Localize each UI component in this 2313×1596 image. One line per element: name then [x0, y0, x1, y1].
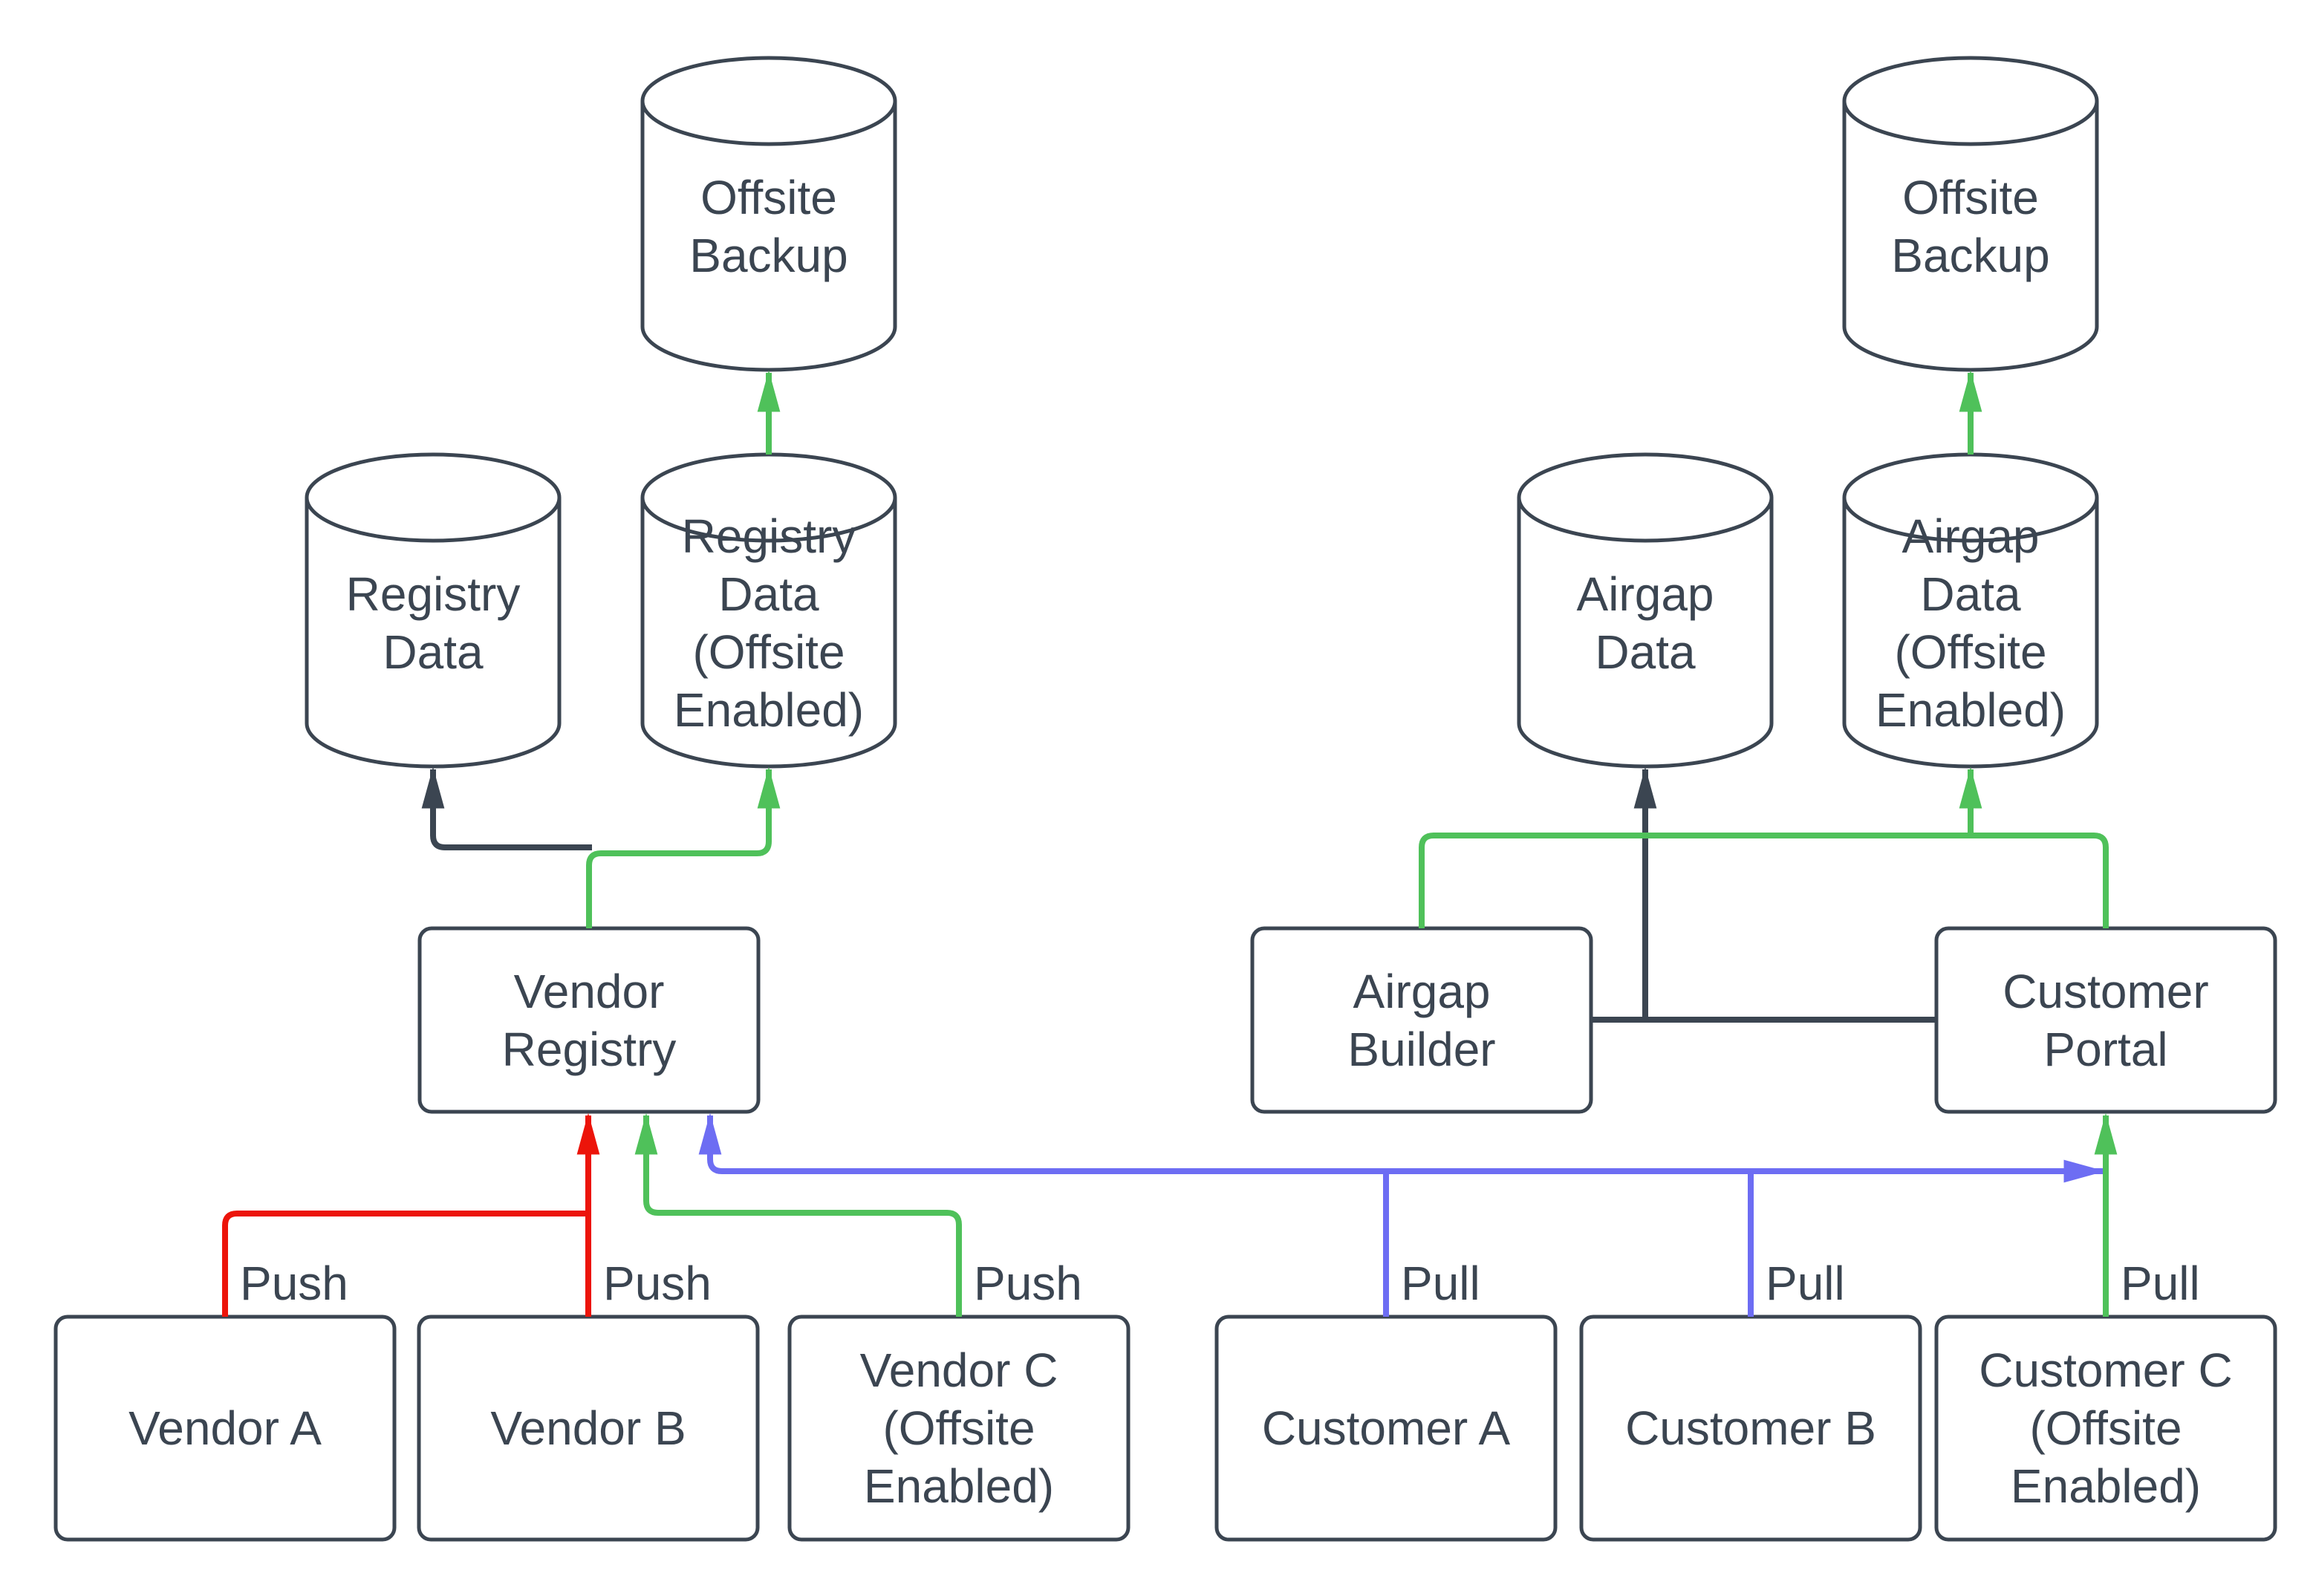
offsite-backup-left-cylinder [640, 56, 897, 372]
customer-b-box [1579, 1315, 1922, 1542]
registry-data-cylinder [305, 452, 562, 769]
vendor-b-box [417, 1315, 760, 1542]
vendor-registry-box [417, 926, 761, 1114]
edge-builder-portal-green-backbone [1419, 833, 2109, 928]
airgap-data-cylinder [1517, 452, 1774, 769]
airgap-data-offsite-cylinder [1842, 452, 2099, 769]
edge-pull-trunk-to-registry [698, 1113, 2106, 1183]
edge-registry-to-registry-data [421, 766, 592, 850]
edge-vendor-a-push [222, 1211, 585, 1317]
edge-vendor-c-push [634, 1113, 962, 1317]
customer-portal-box [1934, 926, 2277, 1114]
customer-a-box [1214, 1315, 1558, 1542]
vendor-c-box [787, 1315, 1131, 1542]
edge-registry-to-offsite-registry-data [586, 766, 781, 928]
airgap-builder-box [1250, 926, 1593, 1114]
offsite-backup-right-cylinder [1842, 56, 2099, 372]
registry-data-offsite-cylinder [640, 452, 897, 769]
customer-c-box [1934, 1315, 2277, 1542]
vendor-a-box [53, 1315, 397, 1542]
